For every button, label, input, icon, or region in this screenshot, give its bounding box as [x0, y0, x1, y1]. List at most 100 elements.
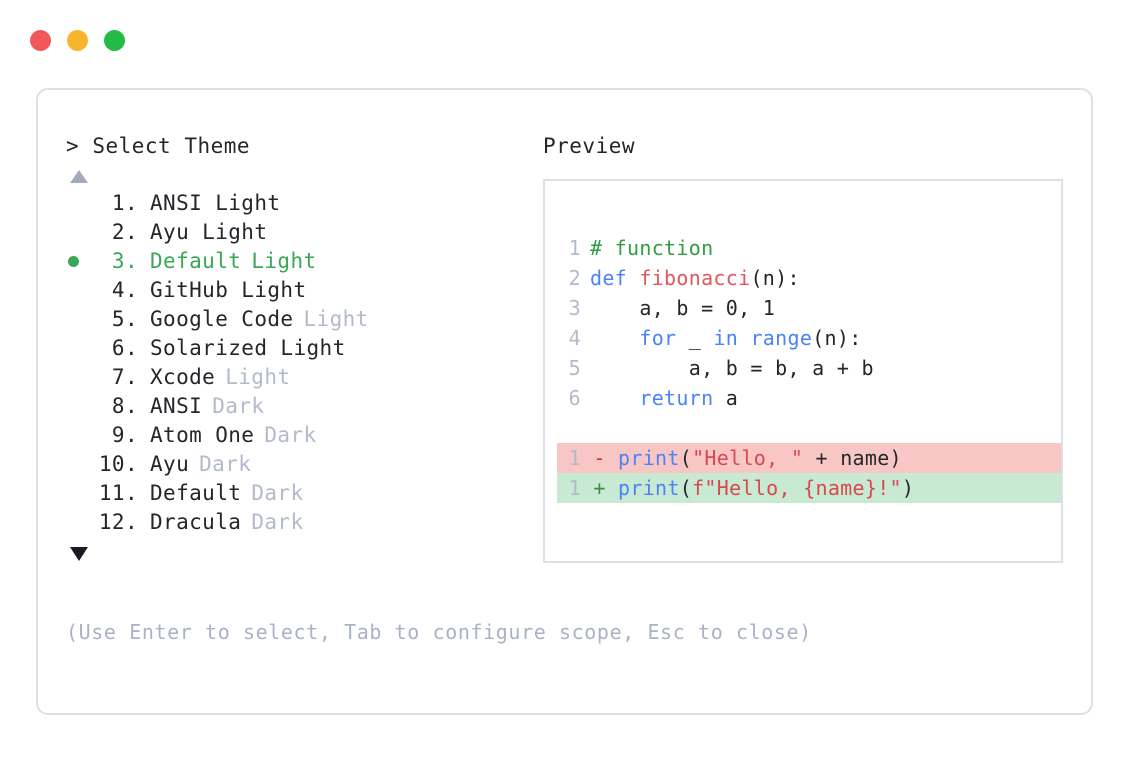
selected-indicator-slot — [66, 363, 92, 392]
code-token: ) — [901, 476, 915, 500]
theme-list-item[interactable]: 5. Google Code Light — [66, 305, 526, 334]
code-token — [627, 266, 639, 290]
selected-indicator-slot — [66, 479, 92, 508]
code-token: a — [713, 386, 739, 410]
theme-list-item[interactable]: 8. ANSI Dark — [66, 392, 526, 421]
triangle-up-icon[interactable] — [70, 170, 88, 183]
code-line-content: a, b = b, a + b — [590, 353, 874, 383]
diff-line-content: print("Hello, " + name) — [618, 443, 902, 473]
code-token: ( — [679, 476, 693, 500]
code-token: a, b = b, a + b — [590, 356, 874, 380]
prompt-header: > Select Theme — [66, 132, 526, 160]
code-line-number: 4 — [568, 326, 581, 350]
code-line-number: 6 — [568, 386, 581, 410]
code-token: fibonacci — [639, 266, 751, 290]
code-token: range — [750, 326, 813, 350]
selected-indicator-slot — [66, 305, 92, 334]
code-token: print — [618, 446, 680, 470]
code-line-content: # function — [590, 233, 713, 263]
triangle-down-icon[interactable] — [70, 547, 88, 561]
code-token: a, b = 0, 1 — [590, 296, 776, 320]
selected-indicator-slot — [66, 189, 92, 218]
theme-item-name: GitHub Light — [150, 278, 307, 302]
code-line-number: 1 — [568, 236, 581, 260]
code-token: for — [639, 326, 677, 350]
theme-item-name: Xcode — [150, 365, 216, 389]
theme-item-variant: Dark — [251, 510, 304, 534]
code-token — [590, 386, 639, 410]
theme-item-variant: Dark — [251, 481, 304, 505]
diff-marker: - — [581, 446, 619, 470]
diff-line-number: 1 — [568, 446, 581, 470]
theme-list-item[interactable]: 1. ANSI Light — [66, 189, 526, 218]
code-line: 5 a, b = b, a + b — [557, 353, 1061, 383]
minimize-button[interactable] — [67, 30, 88, 51]
code-token — [590, 326, 639, 350]
theme-item-variant: Light — [251, 249, 317, 273]
theme-item-name: Default — [150, 481, 242, 505]
selected-bullet-icon — [68, 256, 79, 267]
theme-item-variant: Light — [303, 307, 369, 331]
preview-label: Preview — [543, 134, 636, 158]
code-token: in — [713, 326, 739, 350]
code-line-number: 3 — [568, 296, 581, 320]
diff-marker: + — [581, 476, 619, 500]
diff-line-number: 1 — [568, 476, 581, 500]
theme-item-index: 8. — [111, 394, 138, 418]
theme-list-item[interactable]: 4. GitHub Light — [66, 276, 526, 305]
close-button[interactable] — [30, 30, 51, 51]
selected-indicator-slot — [66, 247, 92, 276]
theme-item-name: ANSI Light — [150, 191, 281, 215]
theme-item-variant: Dark — [212, 394, 265, 418]
keyboard-hint: (Use Enter to select, Tab to configure s… — [66, 620, 812, 644]
maximize-button[interactable] — [104, 30, 125, 51]
theme-list-item[interactable]: 11. Default Dark — [66, 479, 526, 508]
diff-line-del: 1 - print("Hello, " + name) — [557, 443, 1061, 473]
theme-item-index: 1. — [111, 191, 138, 215]
code-token: print — [618, 476, 680, 500]
theme-item-index: 10. — [98, 452, 138, 476]
theme-item-index: 9. — [111, 423, 138, 447]
code-token: def — [590, 266, 628, 290]
code-token: "Hello, " — [692, 446, 804, 470]
code-token: f"Hello, {name}!" — [692, 476, 902, 500]
selected-indicator-slot — [66, 334, 92, 363]
theme-item-name: Default — [150, 249, 242, 273]
diff-line-add: 1 + print(f"Hello, {name}!") — [557, 473, 1061, 503]
selected-indicator-slot — [66, 218, 92, 247]
theme-item-variant: Dark — [264, 423, 317, 447]
code-line-content: a, b = 0, 1 — [590, 293, 775, 323]
code-token: ( — [679, 446, 693, 470]
theme-item-name: ANSI — [150, 394, 203, 418]
code-line-content: for _ in range(n): — [590, 323, 862, 353]
theme-item-index: 11. — [98, 481, 138, 505]
theme-list-item[interactable]: 6.Solarized Light — [66, 334, 526, 363]
theme-list-item[interactable]: 2.Ayu Light — [66, 218, 526, 247]
selected-indicator-slot — [66, 276, 92, 305]
code-line: 6 return a — [557, 383, 1061, 413]
theme-item-index: 5. — [111, 307, 138, 331]
code-token: # function — [590, 236, 714, 260]
selected-indicator-slot — [66, 508, 92, 537]
theme-item-name: Google Code — [150, 307, 294, 331]
diff-line-content: print(f"Hello, {name}!") — [618, 473, 914, 503]
code-line: 4 for _ in range(n): — [557, 323, 1061, 353]
code-line: 3 a, b = 0, 1 — [557, 293, 1061, 323]
selected-indicator-slot — [66, 392, 92, 421]
code-line-number: 5 — [568, 356, 581, 380]
theme-item-variant: Dark — [199, 452, 252, 476]
code-line-number: 2 — [568, 266, 581, 290]
code-token: + name) — [803, 446, 902, 470]
page-title: Select Theme — [92, 134, 251, 158]
theme-item-index: 4. — [111, 278, 138, 302]
